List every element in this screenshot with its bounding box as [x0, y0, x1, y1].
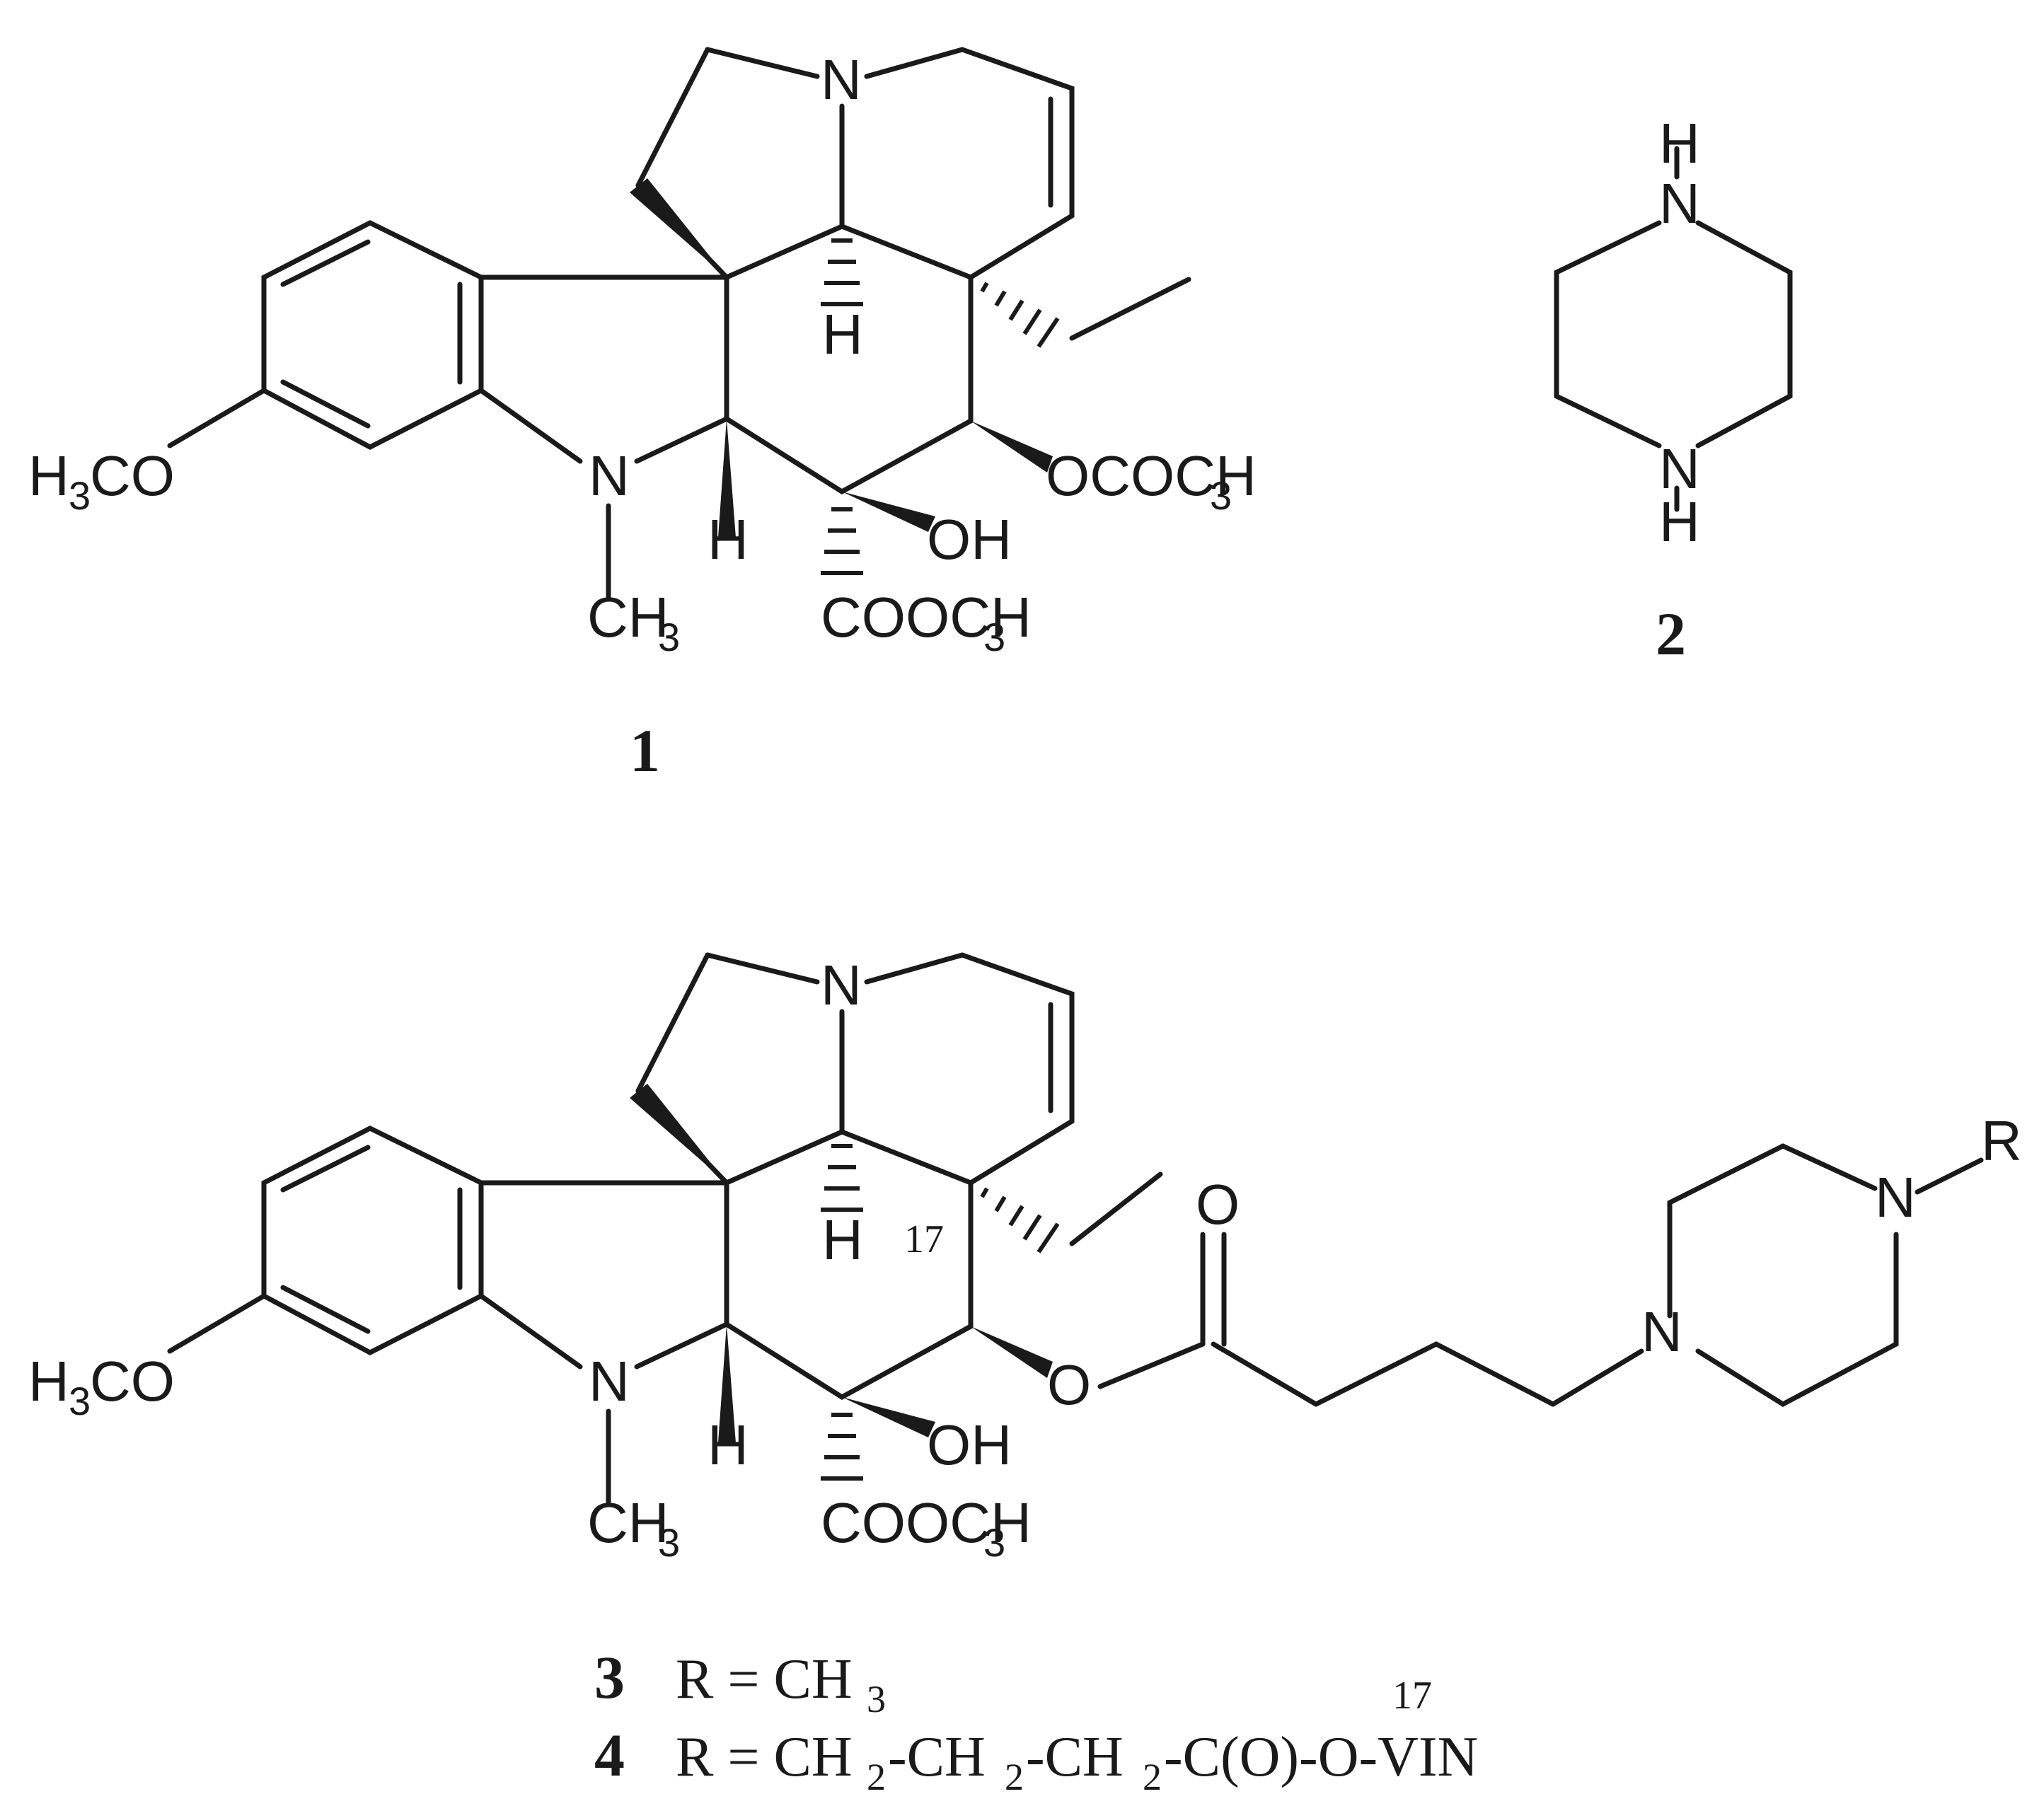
- label-CH3: CH: [587, 1491, 669, 1554]
- compound-1-structure: [167, 47, 1191, 601]
- legend-r4-position-17: 17: [1392, 1674, 1432, 1718]
- compound-3-label: 3: [594, 1643, 625, 1711]
- compound-3-stereo-bonds: [630, 1084, 1060, 1481]
- atom-R: R: [1981, 1109, 2022, 1172]
- atom-OH: OH: [927, 1413, 1012, 1476]
- label-CH3-sub: 3: [658, 615, 680, 659]
- compound-3-structure: [167, 952, 1984, 1506]
- compound-2-structure: [1554, 146, 1793, 512]
- atom-H: H: [1659, 112, 1700, 175]
- atom-N: N: [589, 444, 630, 507]
- label-OCOCH3-sub: 3: [1210, 473, 1232, 518]
- compound-3-atom-labels: N H N H OH O O 17 N N R COOCH 3 CH 3 H 3…: [28, 954, 2022, 1565]
- atom-H: H: [1659, 490, 1700, 553]
- compound-2-atom-labels: H N N H: [1659, 112, 1700, 553]
- legend-r4-sub-1: 2: [867, 1756, 886, 1798]
- position-17-label: 17: [904, 1217, 944, 1261]
- label-H3CO-sub: 3: [69, 473, 91, 518]
- compound-4-label: 4: [594, 1721, 625, 1789]
- atom-H: H: [822, 1208, 863, 1271]
- legend-r4-text-4: -C(O)-O-VIN: [1164, 1726, 1478, 1788]
- atom-N: N: [1641, 1300, 1682, 1363]
- atom-N: N: [589, 1350, 630, 1413]
- label-H3CO-sub: 3: [69, 1379, 91, 1423]
- substituent-legend: 3 R = CH 3 17 4 R = CH 2 -CH 2 -CH 2 -C(…: [594, 1643, 1478, 1798]
- label-CH3-sub: 3: [658, 1520, 680, 1565]
- legend-r4-sub-3: 2: [1143, 1756, 1162, 1798]
- compound-1-label: 1: [630, 717, 660, 785]
- atom-OH: OH: [927, 508, 1012, 571]
- compound-1-stereo-bonds: [630, 178, 1060, 575]
- atom-H: H: [708, 508, 749, 571]
- legend-r4-text-3: -CH: [1026, 1726, 1124, 1788]
- atom-O: O: [1196, 1173, 1240, 1236]
- atom-N: N: [821, 954, 862, 1017]
- atom-N: N: [821, 48, 862, 111]
- atom-H: H: [822, 303, 863, 366]
- legend-r4-text-2: -CH: [888, 1726, 986, 1788]
- compound-2-label: 2: [1656, 600, 1686, 668]
- atom-O: O: [1047, 1353, 1091, 1416]
- compound-1-atom-labels: N H N H OH OCOCH 3 COOCH 3 CH 3 H 3 CO: [28, 48, 1257, 659]
- atom-N: N: [1659, 172, 1700, 235]
- label-H3CO: H: [28, 444, 69, 507]
- legend-r4-sub-2: 2: [1005, 1756, 1024, 1798]
- atom-H: H: [708, 1413, 749, 1476]
- label-COOCH3: COOCH: [821, 1491, 1032, 1554]
- label-COOCH3-sub: 3: [983, 615, 1005, 659]
- legend-r4-text-1: R = CH: [676, 1726, 853, 1788]
- label-H3CO-rest: CO: [90, 1350, 175, 1413]
- legend-r3-text: R = CH: [676, 1648, 853, 1711]
- label-COOCH3: COOCH: [821, 586, 1032, 649]
- label-COOCH3-sub: 3: [983, 1520, 1005, 1565]
- label-CH3: CH: [587, 586, 669, 649]
- atom-N: N: [1875, 1166, 1916, 1229]
- atom-N: N: [1659, 437, 1700, 500]
- legend-r3-sub: 3: [867, 1678, 886, 1720]
- label-OCOCH3: OCOCH: [1046, 444, 1257, 507]
- label-H3CO: H: [28, 1350, 69, 1413]
- label-H3CO-rest: CO: [90, 444, 175, 507]
